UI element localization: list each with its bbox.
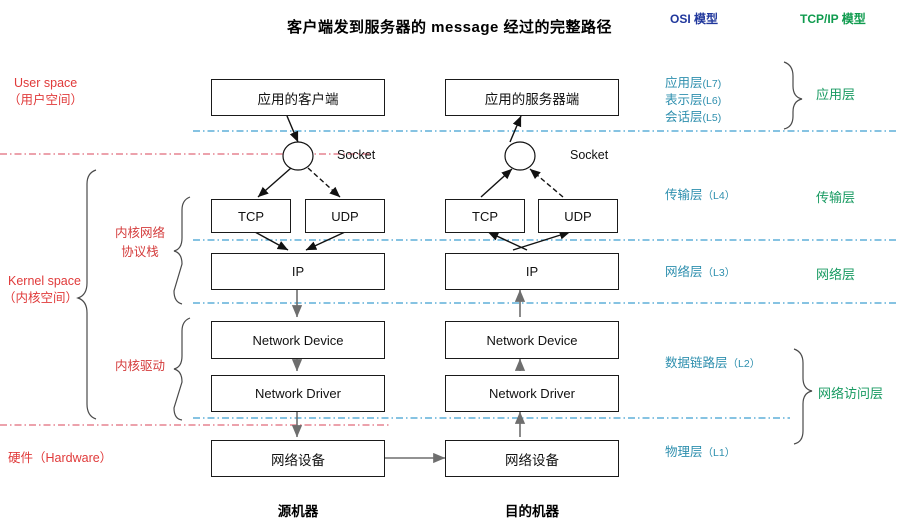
osi-layer-l6: 表示层(L6) [665, 92, 721, 109]
caption-source-machine: 源机器 [277, 504, 319, 519]
arrow-dst-ip-to-udp [512, 230, 571, 251]
osi-layer-l1-name: 物理层 [665, 445, 703, 459]
label-dest-socket: Socket [570, 148, 609, 162]
box-dest-ip[interactable]: IP [445, 253, 619, 290]
box-source-network-device[interactable]: Network Device [211, 321, 385, 359]
osi-layer-l2: 数据链路层（L2） [665, 355, 760, 372]
arrow-src-tcp-to-ip [254, 231, 289, 251]
brace-kernel-net-stack [173, 196, 191, 305]
label-source-socket: Socket [337, 148, 376, 162]
arrow-dst-socket-to-app [509, 115, 522, 143]
label-kernel-driver: 内核驱动 [114, 359, 165, 373]
tcpip-model-header: TCP/IP 模型 [800, 12, 866, 26]
page-title: 客户端发到服务器的 message 经过的完整路径 [286, 19, 613, 36]
arrow-dst-udp-to-socket [529, 168, 564, 198]
osi-layer-l5: 会话层(L5) [665, 109, 721, 126]
label-user-space: User space [14, 76, 78, 90]
osi-layer-l3-name: 网络层 [665, 265, 703, 279]
osi-layer-l4: 传输层（L4） [665, 187, 735, 204]
caption-dest-machine: 目的机器 [505, 504, 559, 519]
osi-layer-l1-code: （L1） [702, 447, 736, 459]
osi-layer-l7-name: 应用层 [665, 76, 703, 90]
tcpip-layer-application: 应用层 [816, 87, 856, 102]
osi-layer-l3-code: （L3） [702, 267, 736, 279]
label-kernel-net-stack-line2: 协议栈 [121, 245, 159, 259]
brace-tcpip-application [783, 61, 803, 130]
osi-layer-l6-code: (L6) [702, 95, 722, 107]
label-kernel-space: Kernel space [8, 274, 81, 288]
osi-model-header: OSI 模型 [670, 12, 719, 26]
box-dest-network-driver[interactable]: Network Driver [445, 375, 619, 412]
brace-kernel-driver [173, 317, 191, 421]
box-source-network-driver[interactable]: Network Driver [211, 375, 385, 412]
osi-layer-l7-code: (L7) [702, 78, 722, 90]
box-source-application[interactable]: 应用的客户端 [211, 79, 385, 116]
box-dest-udp[interactable]: UDP [538, 199, 618, 233]
osi-layer-l4-code: （L4） [702, 190, 736, 202]
box-dest-hardware-device[interactable]: 网络设备 [445, 440, 619, 477]
box-dest-network-device[interactable]: Network Device [445, 321, 619, 359]
osi-layer-l3: 网络层（L3） [665, 264, 735, 281]
box-source-ip[interactable]: IP [211, 253, 385, 290]
socket-circle-source [282, 141, 314, 171]
osi-layer-l1: 物理层（L1） [665, 444, 735, 461]
box-source-tcp[interactable]: TCP [211, 199, 291, 233]
osi-layer-l2-code: （L2） [727, 358, 761, 370]
brace-tcpip-network-access [793, 348, 813, 445]
arrow-src-socket-to-udp [307, 167, 341, 198]
arrow-src-socket-to-tcp [257, 167, 292, 198]
osi-layer-l5-name: 会话层 [665, 110, 703, 124]
label-kernel-space-cn: （内核空间） [3, 291, 79, 305]
label-hardware: 硬件（Hardware） [8, 451, 113, 465]
label-user-space-cn: （用户空间） [8, 93, 84, 107]
socket-circle-dest [504, 141, 536, 171]
osi-layer-l7: 应用层(L7) [665, 75, 721, 92]
box-dest-application[interactable]: 应用的服务器端 [445, 79, 619, 116]
osi-layer-l6-name: 表示层 [665, 93, 703, 107]
arrow-dst-tcp-to-socket [480, 168, 513, 198]
box-source-udp[interactable]: UDP [305, 199, 385, 233]
box-source-hardware-device[interactable]: 网络设备 [211, 440, 385, 477]
osi-layer-l4-name: 传输层 [665, 188, 703, 202]
osi-layer-l5-code: (L5) [702, 112, 722, 124]
tcpip-layer-network: 网络层 [816, 267, 856, 282]
arrow-src-app-to-socket [286, 115, 299, 143]
arrow-src-udp-to-ip [305, 231, 346, 251]
osi-layer-l2-name: 数据链路层 [665, 356, 728, 370]
brace-kernel-space [76, 169, 97, 420]
tcpip-layer-network-access: 网络访问层 [818, 386, 884, 401]
label-kernel-net-stack-line1: 内核网络 [114, 226, 165, 240]
tcpip-layer-transport: 传输层 [816, 190, 856, 205]
box-dest-tcp[interactable]: TCP [445, 199, 525, 233]
